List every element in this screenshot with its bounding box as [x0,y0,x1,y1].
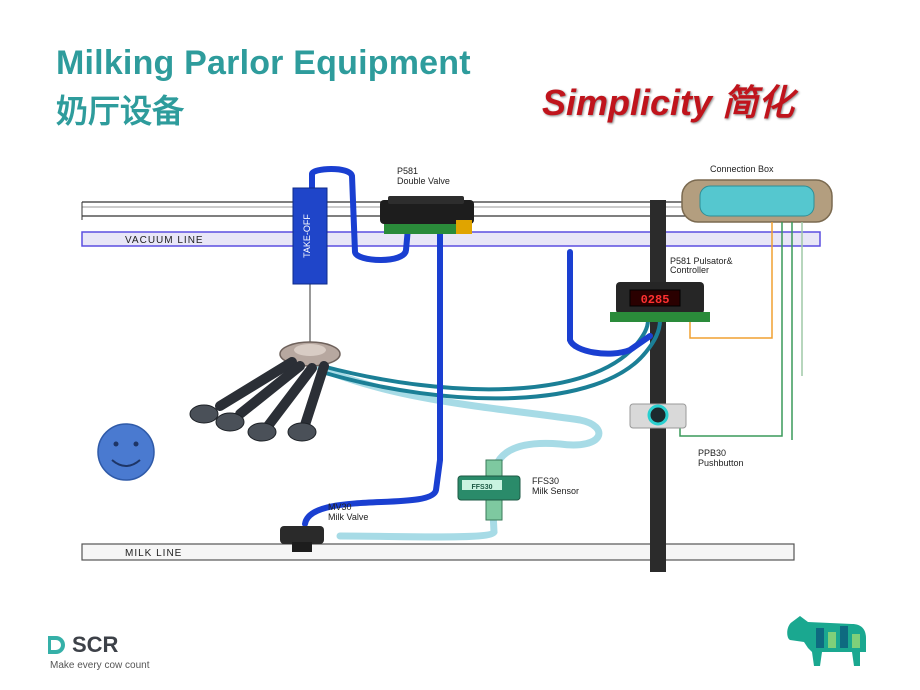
cow-icon [787,616,866,666]
pushbutton-name: Pushbutton [698,458,744,468]
scr-logo-icon [48,636,65,654]
milking-cluster [189,341,341,442]
vacuum-hoses [302,166,653,527]
milk-sensor-name: Milk Sensor [532,486,579,496]
milk-sensor-screen: FFS30 [471,484,492,491]
smiley-face-icon [97,423,155,481]
pulsator-name: Controller [670,265,709,275]
vacuum-line: VACUUM LINE [81,231,821,247]
double-valve-name: Double Valve [397,176,450,186]
double-valve[interactable]: P581 Double Valve [380,166,474,234]
logo-tagline: Make every cow count [50,660,150,671]
connection-box-name: Connection Box [710,164,774,174]
vacuum-line-label: VACUUM LINE [125,235,204,246]
milk-sensor[interactable]: FFS30 FFS30 Milk Sensor [457,459,579,521]
support-post [650,200,666,572]
pulsator-controller[interactable]: 0285 P581 Pulsator& Controller [610,256,733,322]
milk-line: MILK LINE [81,543,795,561]
slide-title-chinese: 奶厅设备 [56,92,185,130]
pushbutton[interactable]: PPB30 Pushbutton [629,403,744,468]
milk-hose [316,364,603,541]
pushbutton-model: PPB30 [698,448,726,458]
milk-valve-name: Milk Valve [328,512,368,522]
connection-box[interactable]: Connection Box [681,164,833,223]
milk-valve[interactable]: MV30 Milk Valve [280,502,368,552]
pulsator-model: P581 Pulsator& [670,256,733,266]
parlor-diagram: VACUUM LINE MILK LINE TAKE-OFF [81,164,833,572]
simplicity-tagline: Simplicity 简化 [542,82,795,123]
double-valve-model: P581 [397,166,418,176]
pulsator-display: 0285 [641,293,670,307]
milk-sensor-model: FFS30 [532,476,559,486]
slide-title: Milking Parlor Equipment [56,44,471,82]
pulse-hoses [321,319,662,401]
take-off-unit[interactable]: TAKE-OFF [292,187,328,285]
milk-valve-model: MV30 [328,502,352,512]
milk-line-label: MILK LINE [125,548,182,559]
take-off-label: TAKE-OFF [302,214,312,258]
control-wires [679,222,803,440]
logo-name: SCR [72,632,119,657]
